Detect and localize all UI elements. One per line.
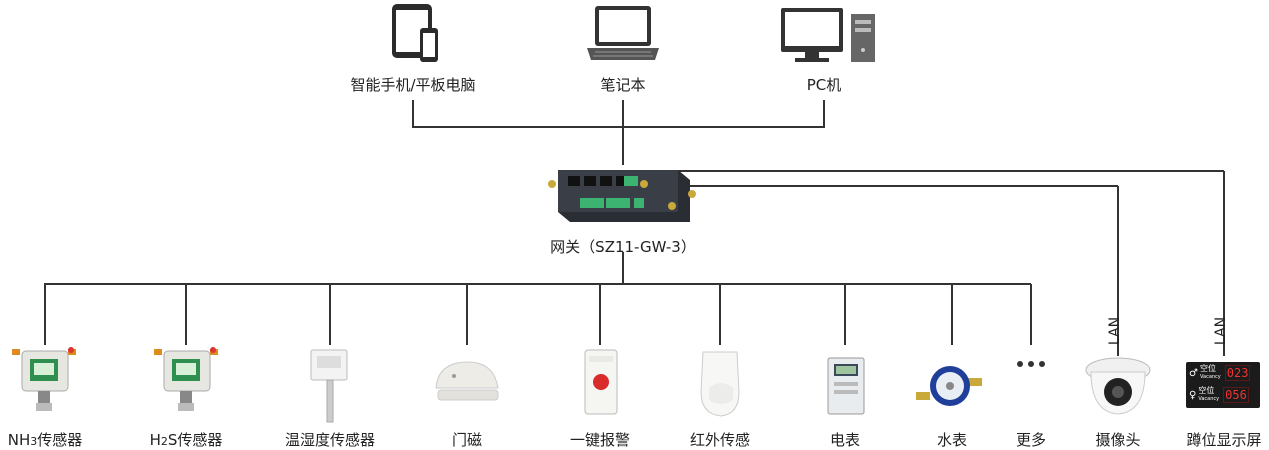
gas-sensor-icon	[12, 347, 76, 411]
device-label-vacancy-display: 蹲位显示屏	[1186, 431, 1262, 449]
gas-sensor-icon	[154, 347, 218, 411]
tablet-phone-icon	[392, 4, 438, 62]
infrared-sensor-icon	[700, 351, 740, 417]
device-label-door-magnet: 门磁	[451, 431, 483, 449]
laptop-icon	[587, 6, 659, 60]
temp-humidity-sensor-icon	[310, 349, 348, 423]
vacancy-display-icon: ♂ 空位 Vacancy 023 ♀ 空位 Vacancy 056	[1186, 362, 1260, 408]
gateway-device-icon	[548, 170, 696, 222]
device-label-alarm: 一键报警	[569, 431, 631, 449]
device-label-h2s: H2S传感器	[149, 431, 223, 449]
device-label-temp-humidity: 温湿度传感器	[284, 431, 376, 449]
electric-meter-icon	[827, 357, 865, 415]
device-label-water-meter: 水表	[936, 431, 968, 449]
more-dots-icon	[1017, 361, 1045, 367]
gateway-label: 网关（SZ11-GW-3）	[550, 238, 696, 256]
device-label-infrared: 红外传感	[689, 431, 751, 449]
device-label-electric-meter: 电表	[829, 431, 861, 449]
alarm-button-icon	[584, 349, 618, 415]
desktop-pc-icon	[781, 8, 875, 62]
device-label-smartphone-tablet: 智能手机/平板电脑	[350, 76, 476, 94]
device-label-camera: 摄像头	[1095, 431, 1141, 449]
water-meter-icon	[916, 366, 982, 406]
device-label-pc: PC机	[806, 76, 842, 94]
device-label-more: 更多	[1015, 431, 1047, 449]
device-label-laptop: 笔记本	[600, 76, 646, 94]
lan-label-display: LAN	[1213, 316, 1230, 346]
device-label-nh3: NH3传感器	[7, 431, 83, 449]
camera-icon	[1085, 357, 1151, 415]
lan-label-camera: LAN	[1107, 316, 1124, 346]
door-magnet-icon	[435, 361, 499, 401]
